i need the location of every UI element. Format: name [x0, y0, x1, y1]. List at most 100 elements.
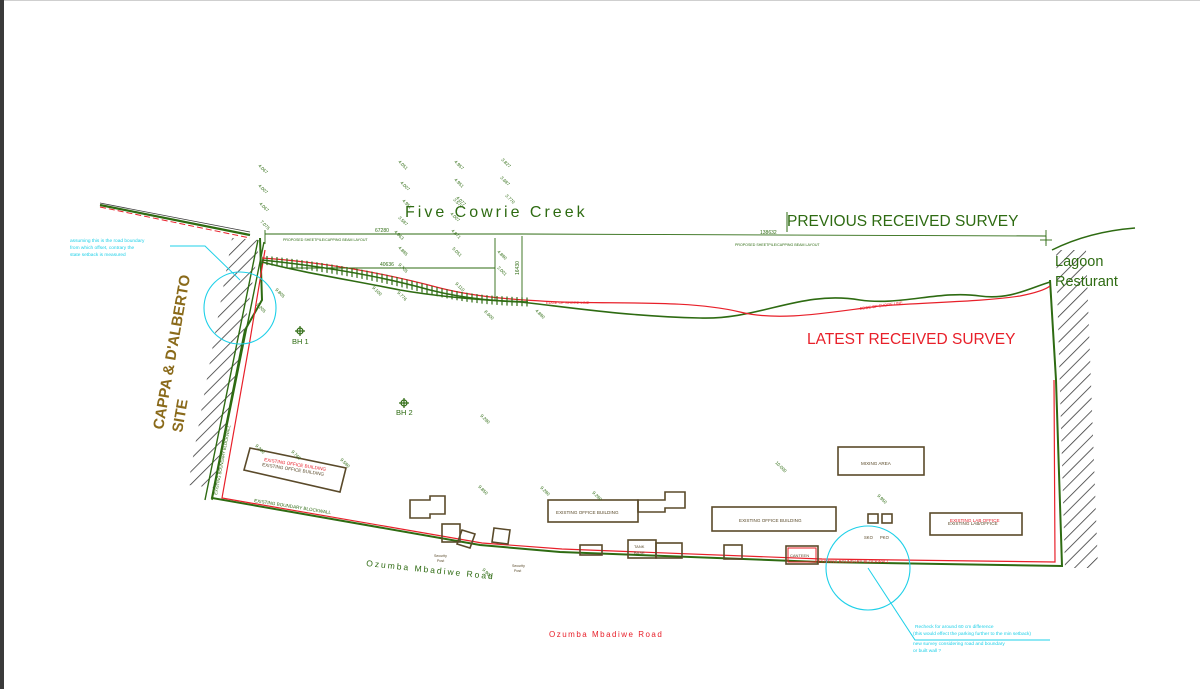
boundary-label-red: EXISTING BOUNDARY BLOCKWALL	[818, 559, 890, 564]
spot-level: 4.951	[401, 198, 413, 210]
block-a	[409, 495, 446, 519]
note-left: assuming this is the road boundary from …	[70, 238, 145, 258]
block-b	[441, 523, 461, 543]
spot-levels: 4.067 4.007 4.067 7.075 4.051 4.007 4.951 3.587…	[254, 157, 888, 579]
canteen-red	[787, 547, 817, 563]
spot-level: 4.963	[393, 229, 405, 241]
sko-label: SKO	[864, 535, 874, 540]
borehole-marker-2	[399, 398, 409, 408]
spot-level: 3.687	[499, 175, 511, 187]
note-leader-left	[170, 245, 241, 281]
spot-level: 3.587	[397, 215, 409, 227]
security-post-shape-2	[491, 527, 511, 545]
security-post-shape-1	[455, 529, 477, 549]
office-right-label: EXISTING OFFICE BUILDING	[739, 518, 802, 523]
buildings	[243, 446, 1023, 565]
edge-shore-label-1: EDGE OF SHORE LINE	[546, 300, 590, 305]
lagoon-label: Lagoon	[1055, 254, 1103, 270]
mixing-area-label: MIXING AREA	[861, 461, 892, 466]
dim-right: 138632	[760, 230, 777, 236]
spot-level: 7.075	[259, 219, 271, 231]
canteen-label: CANTEEN	[790, 553, 809, 558]
spot-level: 9.850	[477, 484, 489, 496]
bh1-label: BH 1	[292, 337, 309, 346]
svg-text:from which offset, contrary th: from which offset, contrary the	[70, 245, 134, 251]
spot-level: 4.951	[453, 177, 465, 189]
dim-left: 67280	[375, 228, 389, 234]
site-boundary-previous	[210, 237, 1064, 568]
note-right: Recheck for around 60 cm difference (thi…	[913, 624, 1031, 654]
spot-level: 4.007	[449, 211, 461, 223]
spot-level: 9.805	[274, 287, 286, 299]
edge-shore-label-2: EDGE OF SHORE LINE	[859, 300, 903, 311]
note-leader-right	[867, 567, 1050, 641]
mixing-area	[837, 446, 925, 476]
spot-level: 4.067	[258, 201, 270, 213]
spot-level: 4.880	[534, 308, 546, 320]
spot-level: 9.900	[481, 567, 493, 579]
dim-mid: 40636	[380, 262, 394, 268]
spot-level: 9.100	[371, 285, 383, 297]
office-building-left	[243, 447, 347, 493]
small-block-2	[723, 544, 743, 560]
security-post-2-label: Security	[512, 564, 525, 568]
spot-level: 9.705	[397, 262, 409, 274]
spot-level: 4.007	[399, 180, 411, 192]
note-circle-left	[203, 271, 277, 345]
lagoon-edge	[1051, 227, 1136, 251]
spot-level: 4.880	[496, 249, 508, 261]
small-block-1	[579, 544, 603, 556]
spot-level: 4.077	[455, 195, 467, 207]
svg-text:state setback is measured: state setback is measured	[70, 252, 126, 258]
lab-office	[929, 512, 1023, 536]
spot-level: 9.950	[876, 493, 888, 505]
road-label-green: Ozumba Mbadiwe Road	[366, 558, 496, 581]
spot-level: 4.067	[257, 163, 269, 175]
canteen	[785, 545, 819, 565]
left-neighbour-hatch	[188, 238, 260, 488]
road-label-red: Ozumba Mbadiwe Road	[549, 630, 663, 639]
spot-level: 9.110	[454, 281, 466, 293]
site-boundary-latest	[221, 249, 1056, 563]
svg-text:new survey considering road an: new survey considering road and boundary	[913, 641, 1005, 647]
latest-survey-label: LATEST RECEIVED SURVEY	[807, 331, 1015, 348]
spot-level: 9.260	[254, 443, 266, 455]
spot-level: 3.570	[452, 197, 464, 209]
creek-label: Five Cowrie Creek	[405, 204, 588, 221]
spot-level: 4.051	[397, 159, 409, 171]
spot-level: 4.871	[450, 228, 462, 240]
office-annex-mid	[637, 491, 686, 513]
cappa-site-label: SITE	[169, 398, 192, 434]
viewer-top-edge	[0, 0, 1200, 1]
office-mid-label: EXISTING OFFICE BUILDING	[556, 510, 619, 515]
right-neighbour-hatch	[1056, 250, 1098, 568]
svg-text:Recheck for around 60 cm diffe: Recheck for around 60 cm difference	[915, 624, 994, 630]
spot-level: 4.007	[257, 183, 269, 195]
svg-text:or built wall ?: or built wall ?	[913, 648, 941, 654]
proposed-beam-label-1: PROPOSED SHEETPILE/CAPPING BEAM LAYOUT	[283, 238, 368, 242]
spot-level: 9.280	[539, 485, 551, 497]
spot-level: 4.885	[397, 245, 409, 257]
spot-level: 9.580	[339, 457, 351, 469]
spot-level: 9.776	[396, 290, 408, 302]
borehole-marker-1	[295, 326, 305, 336]
tank-side	[655, 542, 683, 559]
resturant-label: Resturant	[1055, 274, 1118, 290]
spot-level: 9.290	[479, 413, 491, 425]
dimension-lines	[264, 230, 1052, 300]
note-circle-right	[825, 525, 911, 611]
security-post-2b-label: Post	[514, 569, 521, 573]
lab-office-label: EXISTING LAB/OFFICE	[948, 521, 998, 526]
security-post-1-label: Security	[434, 554, 447, 558]
viewer-left-frame	[0, 0, 4, 689]
bh2-label: BH 2	[396, 408, 413, 417]
proposed-beam-label-2: PROPOSED SHEETPILE/CAPPING BEAM LAYOUT	[735, 243, 820, 247]
spot-level: 8.600	[483, 309, 495, 321]
tank-base-label: BASE	[634, 550, 645, 555]
dim-vert: 16430	[515, 261, 521, 275]
left-boundary-wall	[204, 239, 265, 501]
spot-level: 4.957	[453, 159, 465, 171]
pko-label: PKO	[880, 535, 890, 540]
spot-level: 10.000	[774, 460, 788, 474]
